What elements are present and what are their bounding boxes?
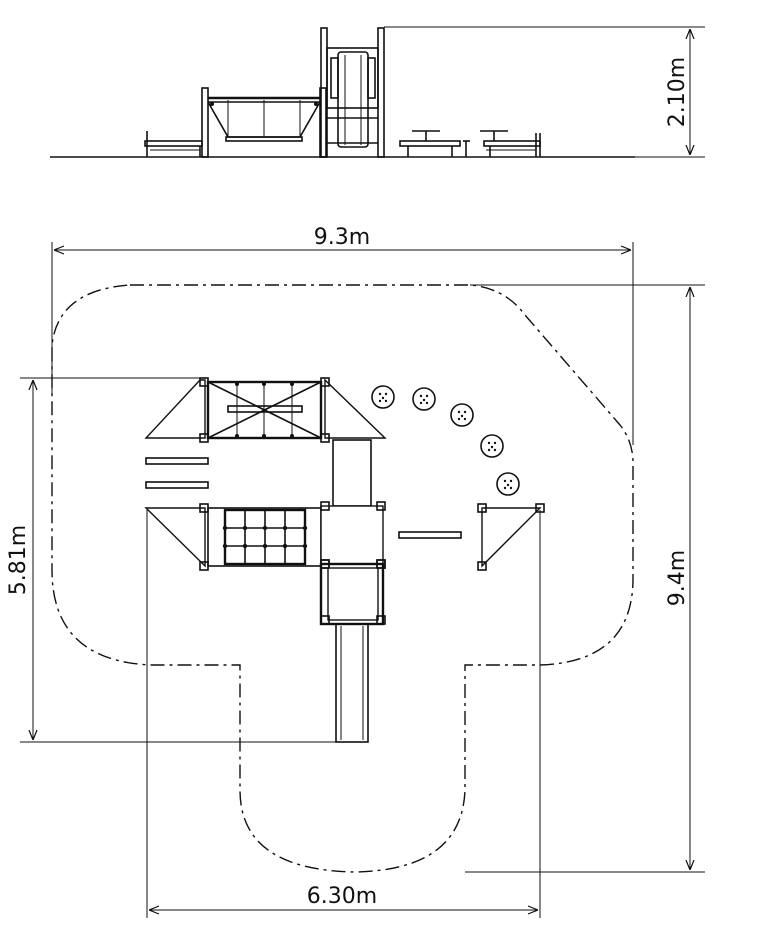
dimension-overall-depth: 9.4m (465, 284, 705, 873)
plan-upper-bridge (144, 377, 387, 443)
elevation-view: 2.10m (50, 26, 705, 158)
overall-depth-label: 9.4m (665, 550, 690, 606)
plan-right-triangle (477, 503, 545, 571)
safety-zone-boundary (51, 284, 634, 873)
stepping-stone (450, 403, 474, 427)
stepping-stone (371, 385, 395, 409)
plan-tower-platform (320, 501, 386, 569)
overall-width-label: 9.3m (314, 225, 370, 250)
triangle-platform-upper-left (144, 379, 206, 439)
plan-view: 9.3m 9.4m 5.81m 6.30m (6, 225, 705, 918)
elevation-picnic-table (399, 130, 470, 157)
side-depth-label: 5.81m (6, 525, 31, 595)
bridge-crossbar (227, 405, 303, 413)
triangle-platform-lower-left (144, 507, 206, 568)
dimension-base-width: 6.30m (146, 510, 541, 918)
stepping-stone (496, 472, 520, 496)
elevation-bench-left (144, 131, 203, 157)
stepping-stone (412, 387, 436, 411)
balance-beam-2 (145, 481, 209, 489)
elevation-bridge-tower (201, 87, 327, 158)
balance-beam-3 (398, 531, 462, 539)
walkway (332, 439, 372, 507)
elevation-slide-tower (320, 27, 385, 158)
plan-slide (335, 623, 369, 743)
balance-beam-1 (145, 457, 209, 465)
base-width-label: 6.30m (307, 884, 377, 909)
dimension-height: 2.10m (384, 26, 705, 158)
plan-lower-module (144, 503, 322, 571)
stepping-stones (371, 385, 520, 496)
dimension-side-depth: 5.81m (6, 377, 337, 743)
plan-slide-deck (319, 559, 386, 626)
stepping-stone (480, 434, 504, 458)
height-label: 2.10m (665, 57, 690, 127)
dimension-overall-width: 9.3m (51, 225, 634, 445)
triangle-platform-upper-right (324, 378, 387, 439)
elevation-picnic-table-right (480, 130, 541, 157)
